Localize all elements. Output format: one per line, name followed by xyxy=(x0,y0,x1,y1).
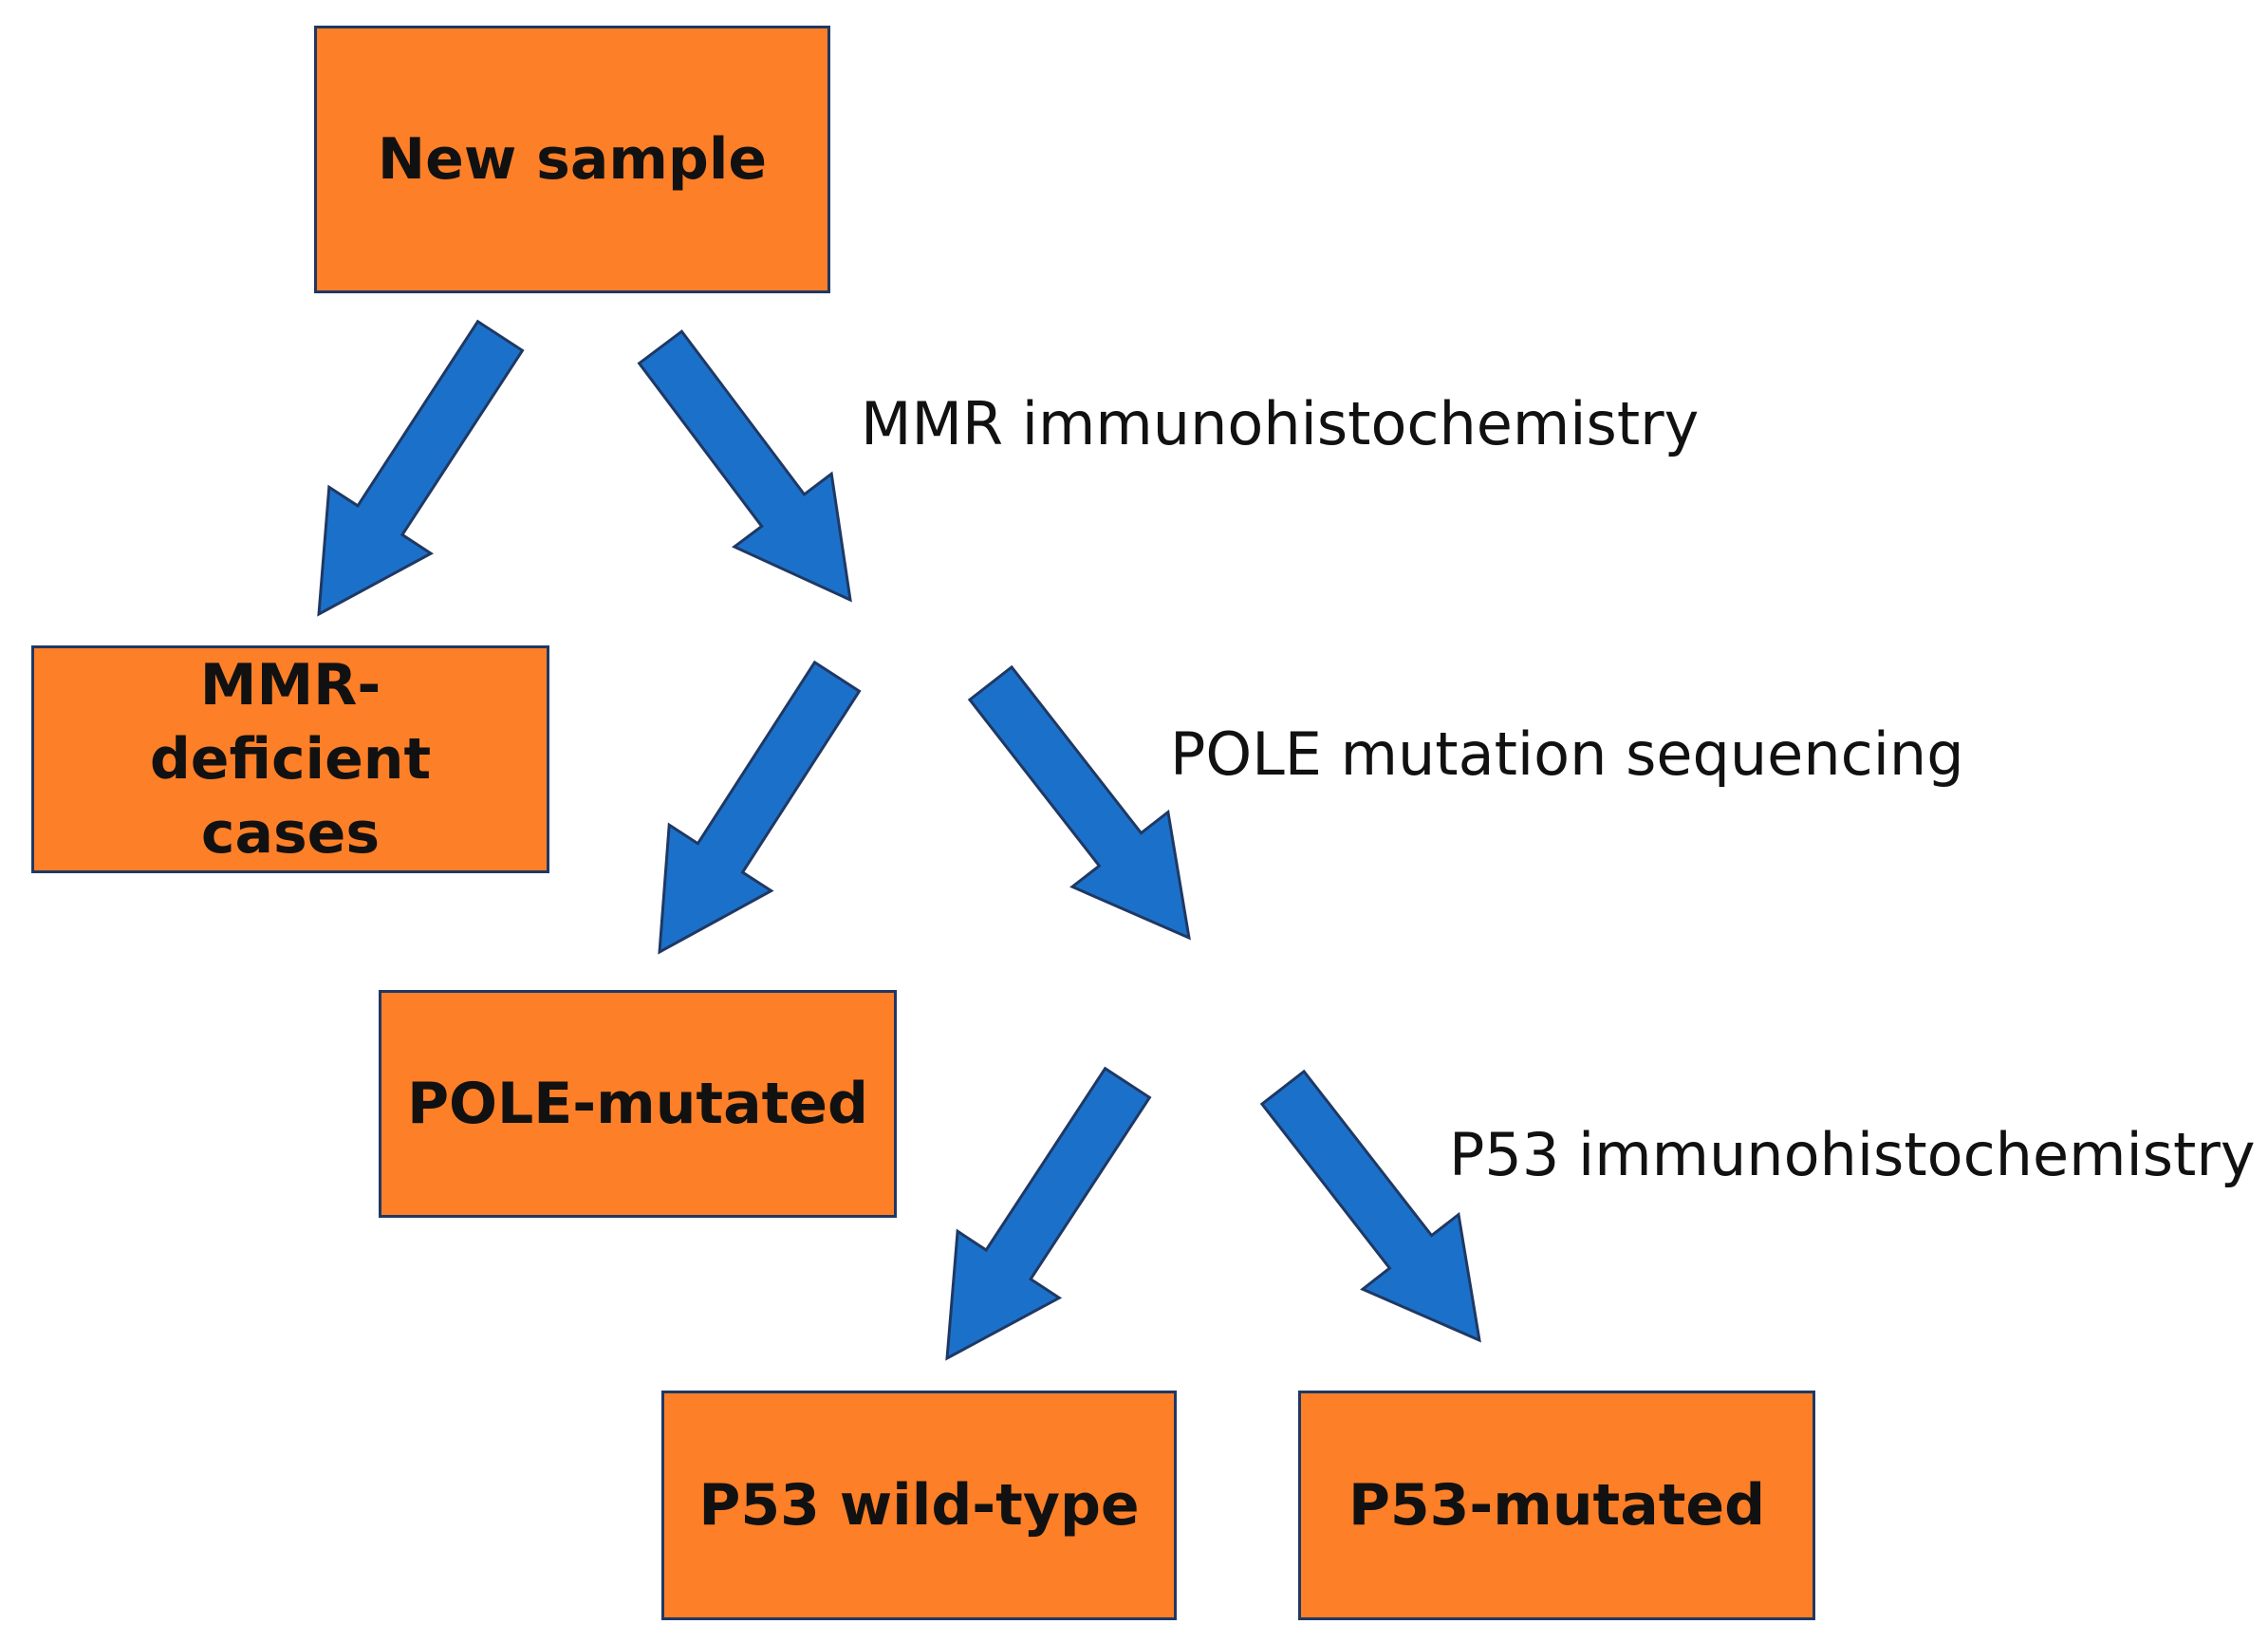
node-pole-mutated: POLE-mutated xyxy=(379,990,897,1218)
node-p53-wild-type-label: P53 wild-type xyxy=(698,1472,1140,1539)
node-mmr-deficient: MMR-deficient cases xyxy=(31,645,549,873)
arrow-step3-to-p53-wild-type xyxy=(945,1066,1152,1361)
arrow-new-sample-to-next xyxy=(637,329,852,603)
arrow-step2-to-pole-mutated xyxy=(658,660,862,955)
node-new-sample: New sample xyxy=(314,26,830,293)
arrow-step3-to-p53-mutated xyxy=(1259,1069,1481,1343)
node-new-sample-label: New sample xyxy=(377,126,768,193)
step-label-pole-mutation-sequencing: POLE mutation sequencing xyxy=(1170,719,1964,789)
arrow-new-sample-to-mmr-deficient xyxy=(317,319,525,617)
node-pole-mutated-label: POLE-mutated xyxy=(407,1071,868,1137)
node-p53-mutated: P53-mutated xyxy=(1298,1391,1815,1620)
node-mmr-deficient-label: MMR-deficient cases xyxy=(149,652,432,867)
node-p53-mutated-label: P53-mutated xyxy=(1348,1472,1766,1539)
step-label-p53-immunohistochemistry: P53 immunohistochemistry xyxy=(1449,1120,2256,1189)
step-label-mmr-immunohistochemistry: MMR immunohistochemistry xyxy=(861,389,1700,458)
arrow-step2-to-next xyxy=(967,664,1191,941)
node-p53-wild-type: P53 wild-type xyxy=(661,1391,1177,1620)
